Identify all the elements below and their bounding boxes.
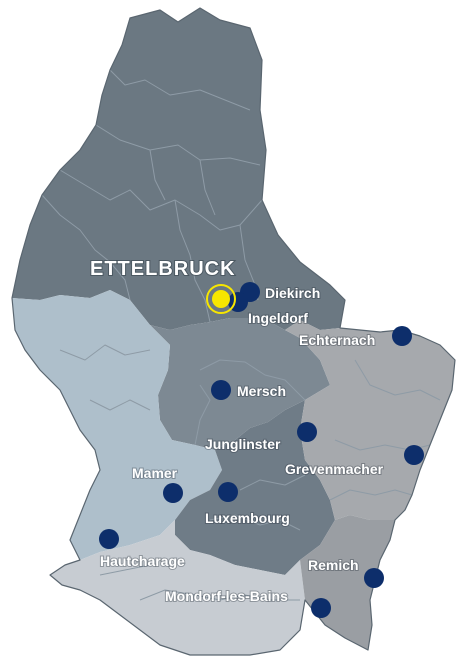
town-label-luxembourg: Luxembourg: [205, 510, 290, 526]
region-east: [285, 320, 455, 520]
highlight-marker[interactable]: [206, 284, 236, 314]
region-south: [50, 520, 305, 655]
town-label-ingeldorf: Ingeldorf: [248, 310, 308, 326]
location-dot-icon[interactable]: [297, 422, 317, 442]
location-dot-icon[interactable]: [218, 482, 238, 502]
location-dot-icon[interactable]: [211, 380, 231, 400]
region-luxembourg: [175, 400, 335, 575]
town-label-mamer: Mamer: [132, 465, 178, 481]
location-target-icon: [212, 290, 230, 308]
town-markers: [99, 282, 424, 618]
town-label-mondorf: Mondorf-les-Bains: [165, 588, 288, 604]
location-dot-icon[interactable]: [404, 445, 424, 465]
town-labels: ETTELBRUCK Diekirch Ingeldorf Echternach…: [89, 257, 385, 605]
location-dot-icon[interactable]: [392, 326, 412, 346]
location-dot-icon[interactable]: [163, 483, 183, 503]
town-label-echternach: Echternach: [299, 332, 375, 348]
town-label-mersch: Mersch: [237, 383, 286, 399]
town-label-remich: Remich: [308, 557, 359, 573]
location-dot-icon[interactable]: [99, 529, 119, 549]
location-target-ring: [206, 284, 236, 314]
region-north: [12, 8, 345, 330]
town-label-hautcharage: Hautcharage: [100, 553, 185, 569]
highlight-label: ETTELBRUCK: [90, 258, 236, 280]
town-label-grevenmacher: Grevenmacher: [285, 461, 384, 477]
location-dot-icon[interactable]: [311, 598, 331, 618]
country-border: [11, 7, 456, 656]
region-center: [150, 318, 330, 450]
town-label-junglinster: Junglinster: [205, 436, 281, 452]
location-dot-icon[interactable]: [364, 568, 384, 588]
town-label-diekirch: Diekirch: [265, 285, 320, 301]
